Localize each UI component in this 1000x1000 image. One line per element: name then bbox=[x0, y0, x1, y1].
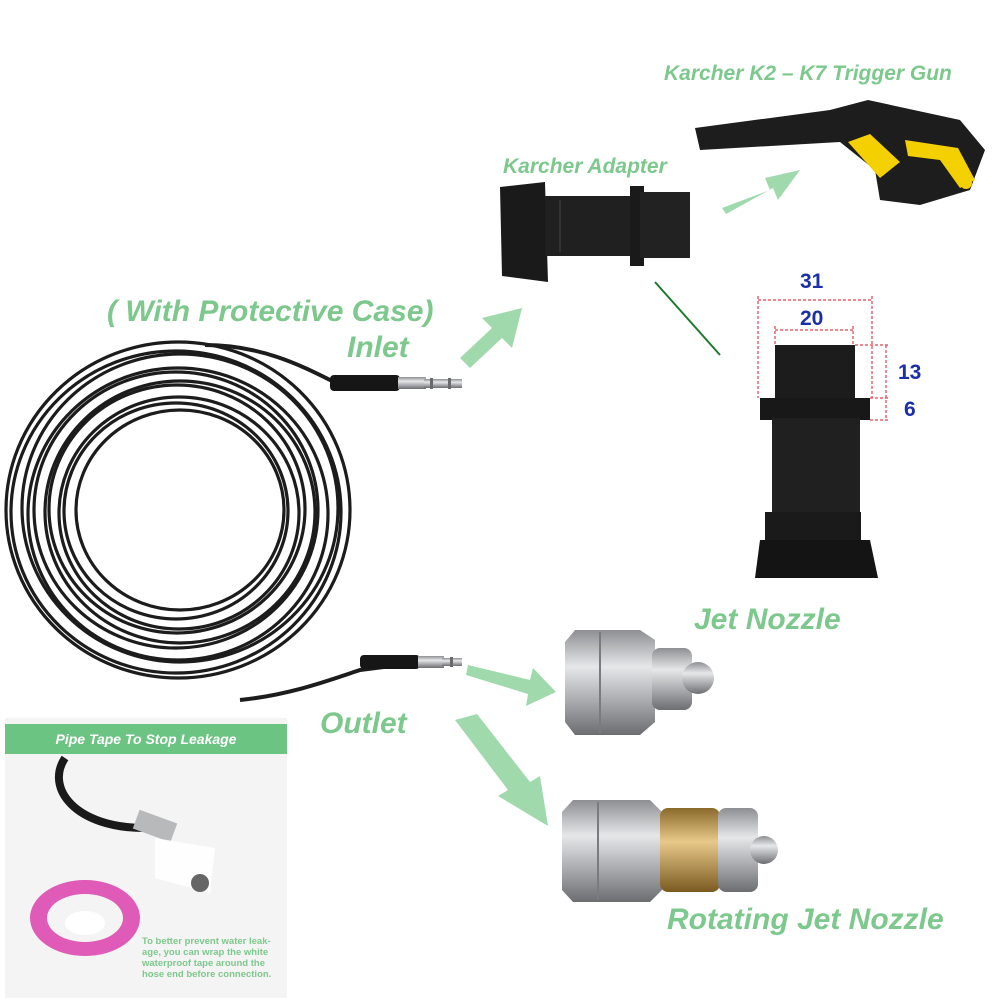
inlet-fitting bbox=[330, 375, 462, 391]
dimension-lower-height: 6 bbox=[904, 398, 916, 421]
trigger-gun-image bbox=[695, 100, 985, 205]
outlet-fitting bbox=[360, 655, 462, 669]
pipe-tape-inset: Pipe Tape To Stop Leakage To better prev… bbox=[5, 718, 287, 998]
dimension-inner-width: 20 bbox=[800, 307, 824, 330]
rotating-nozzle-image bbox=[562, 800, 778, 902]
dimension-outer-width: 31 bbox=[800, 270, 824, 293]
karcher-adapter-image bbox=[500, 182, 690, 282]
dimension-upper-height: 13 bbox=[898, 361, 922, 384]
outlet-label: Outlet bbox=[320, 707, 407, 740]
pipe-tape-illustration bbox=[30, 755, 215, 956]
trigger-gun-label: Karcher K2 – K7 Trigger Gun bbox=[664, 62, 952, 85]
rotating-nozzle-label: Rotating Jet Nozzle bbox=[667, 903, 944, 936]
dimension-lines bbox=[757, 296, 890, 421]
adapter-dimension-image bbox=[755, 345, 878, 578]
arrows bbox=[455, 170, 800, 826]
inset-title: Pipe Tape To Stop Leakage bbox=[5, 724, 287, 754]
inlet-label: Inlet bbox=[347, 331, 409, 364]
inset-note: To better prevent water leak-age, you ca… bbox=[142, 936, 272, 980]
pointer-line bbox=[654, 281, 721, 356]
hose-coil bbox=[4, 340, 352, 680]
adapter-label: Karcher Adapter bbox=[503, 155, 667, 178]
hose-leads bbox=[204, 343, 401, 702]
jet-nozzle-image bbox=[565, 630, 714, 735]
protective-case-label: ( With Protective Case) bbox=[107, 295, 434, 328]
jet-nozzle-label: Jet Nozzle bbox=[694, 603, 841, 636]
